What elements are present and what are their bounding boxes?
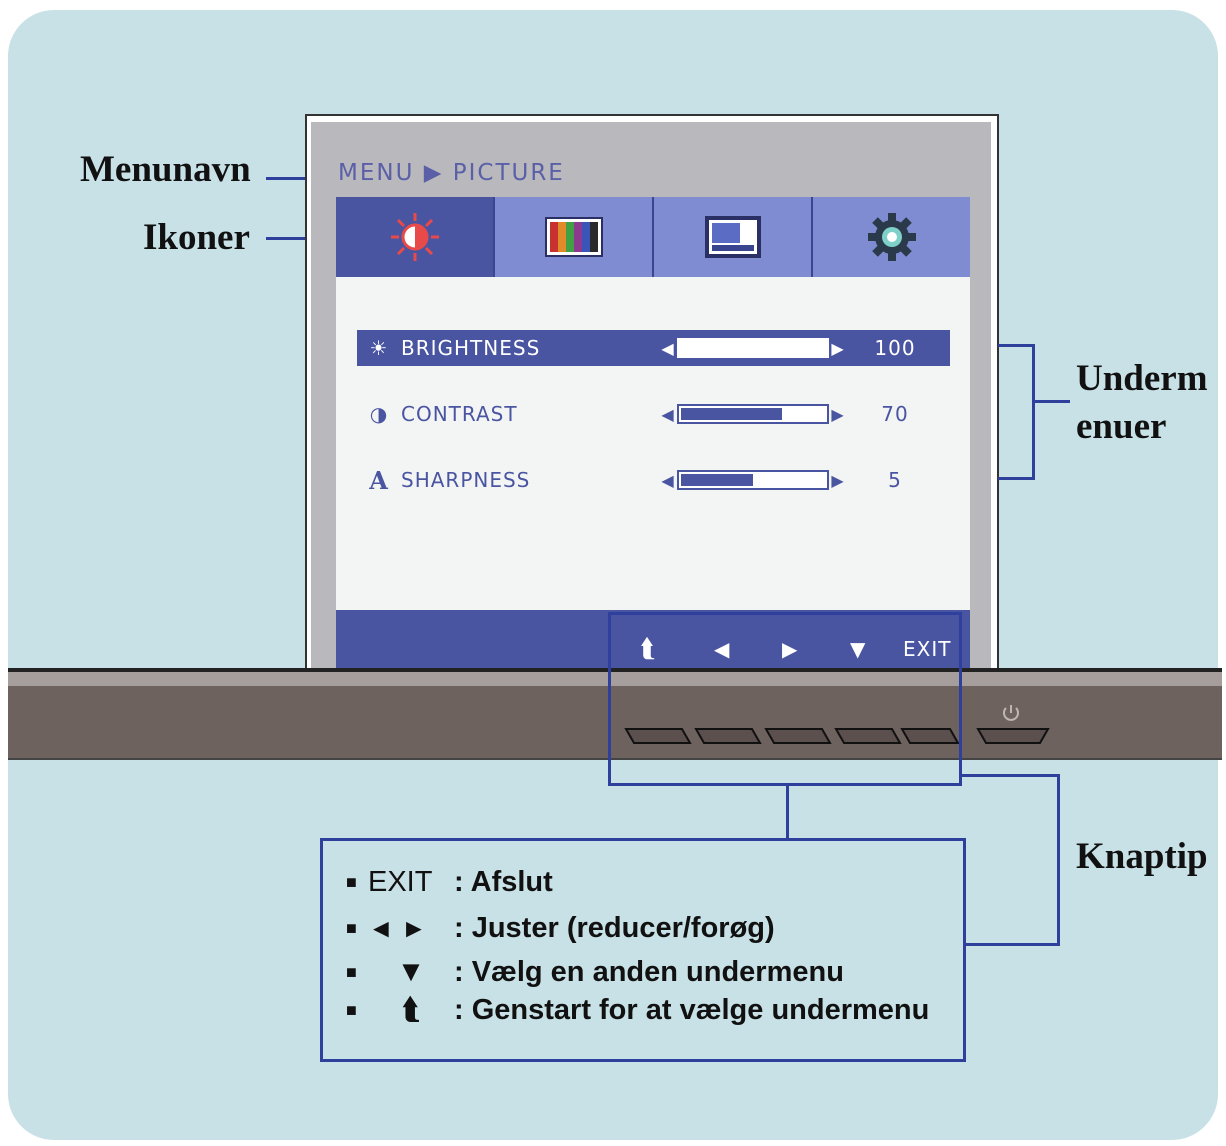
legend-text-restart: : Genstart for at vælge undermenu xyxy=(454,993,930,1026)
bracket-bottom xyxy=(998,477,1034,480)
contrast-slider[interactable] xyxy=(677,404,829,424)
hw-button-2[interactable] xyxy=(694,728,762,744)
hw-button-4[interactable] xyxy=(834,728,902,744)
submenu-item-sharpness[interactable]: A SHARPNESS ◀ ▶ 5 xyxy=(357,462,950,498)
increase-arrow-icon[interactable]: ▶ xyxy=(831,404,845,424)
legend-item-adjust: ■ ◄ ► : Juster (reducer/forøg) xyxy=(346,908,775,948)
bracket-pointer xyxy=(1034,400,1070,403)
decrease-arrow-icon[interactable]: ◀ xyxy=(661,404,675,424)
legend-item-exit: ■ EXIT : Afslut xyxy=(346,862,553,902)
sun-icon: ☀ xyxy=(369,336,389,360)
hw-button-3[interactable] xyxy=(764,728,832,744)
sharpness-slider[interactable] xyxy=(677,470,829,490)
brightness-sun-icon xyxy=(390,213,439,261)
button-area-highlight xyxy=(608,612,962,786)
decrease-arrow-icon[interactable]: ◀ xyxy=(661,470,675,490)
bracket-vertical xyxy=(1032,344,1035,480)
legend-symbol-restart: ⮬ xyxy=(402,993,420,1026)
sharpness-icon: A xyxy=(369,465,389,495)
brightness-slider-fill xyxy=(681,342,825,354)
display-position-icon xyxy=(704,216,761,258)
bullet-icon: ■ xyxy=(346,961,357,982)
contrast-value: 70 xyxy=(881,402,909,426)
settings-gear-icon xyxy=(867,213,916,261)
legend-item-down: ■ ▼ : Vælg en anden undermenu xyxy=(346,952,844,992)
sharpness-value: 5 xyxy=(888,468,902,492)
pointer-line-ikoner xyxy=(266,237,306,240)
osd-menu-title: MENU ▶ PICTURE xyxy=(338,160,565,186)
legend-item-restart: ■ ⮬ : Genstart for at vælge undermenu xyxy=(346,990,929,1030)
contrast-slider-fill xyxy=(681,408,782,420)
legend-text-down: : Vælg en anden undermenu xyxy=(454,955,844,988)
tab-settings[interactable] xyxy=(813,197,970,277)
hw-button-5[interactable] xyxy=(900,728,960,744)
exit-guide-label: EXIT xyxy=(903,637,952,661)
button-legend-box xyxy=(320,838,966,1062)
decrease-arrow-icon[interactable]: ◀ xyxy=(661,338,675,358)
contrast-icon: ◑ xyxy=(369,402,389,426)
bezel-highlight xyxy=(8,672,1222,686)
submenu-label-contrast: CONTRAST xyxy=(401,402,518,426)
callout-connector xyxy=(786,786,789,838)
knaptip-line-vertical xyxy=(1057,774,1060,946)
bullet-icon: ■ xyxy=(346,917,357,938)
bracket-top xyxy=(998,344,1034,347)
legend-symbol-adjust: ◄ ► xyxy=(368,912,427,943)
power-icon xyxy=(1003,705,1019,721)
increase-arrow-icon[interactable]: ▶ xyxy=(831,470,845,490)
label-knaptip: Knaptip xyxy=(1076,836,1208,877)
bullet-icon: ■ xyxy=(346,871,357,892)
down-arrow-icon: ▼ xyxy=(850,637,866,661)
brightness-value: 100 xyxy=(874,336,916,360)
submenu-label-brightness: BRIGHTNESS xyxy=(401,336,541,360)
legend-symbol-exit: EXIT xyxy=(368,865,433,898)
bullet-icon: ■ xyxy=(346,999,357,1020)
legend-symbol-down: ▼ xyxy=(396,955,426,988)
legend-text-exit: : Afslut xyxy=(454,865,553,898)
sharpness-slider-fill xyxy=(681,474,753,486)
hw-button-1[interactable] xyxy=(624,728,692,744)
left-arrow-icon: ◀ xyxy=(714,637,730,661)
osd-button-guide xyxy=(336,610,970,670)
increase-arrow-icon[interactable]: ▶ xyxy=(831,338,845,358)
tab-brightness[interactable] xyxy=(336,197,495,277)
tab-display[interactable] xyxy=(654,197,813,277)
pointer-line-menunavn xyxy=(266,177,306,180)
knaptip-line-top xyxy=(960,774,1060,777)
submenu-item-contrast[interactable]: ◑ CONTRAST ◀ ▶ 70 xyxy=(357,396,950,432)
osd-tab-bar xyxy=(336,197,970,277)
right-arrow-icon: ▶ xyxy=(782,637,798,661)
up-return-icon: ⮬ xyxy=(640,634,656,664)
legend-text-adjust: : Juster (reducer/forøg) xyxy=(454,911,775,944)
osd-content xyxy=(336,277,970,610)
submenu-item-brightness[interactable]: ☀ BRIGHTNESS ◀ ▶ 100 xyxy=(357,330,950,366)
power-button[interactable] xyxy=(976,728,1050,744)
brightness-slider[interactable] xyxy=(677,338,829,358)
color-bars-icon xyxy=(544,217,603,257)
label-menunavn: Menunavn xyxy=(80,149,251,190)
hardware-buttons xyxy=(624,728,1050,744)
knaptip-line-bottom xyxy=(966,943,1060,946)
label-undermenuer-line2: enuer xyxy=(1076,406,1167,447)
submenu-label-sharpness: SHARPNESS xyxy=(401,468,531,492)
label-undermenuer-line1: Underm xyxy=(1076,358,1208,399)
label-ikoner: Ikoner xyxy=(143,217,250,258)
tab-color[interactable] xyxy=(495,197,654,277)
